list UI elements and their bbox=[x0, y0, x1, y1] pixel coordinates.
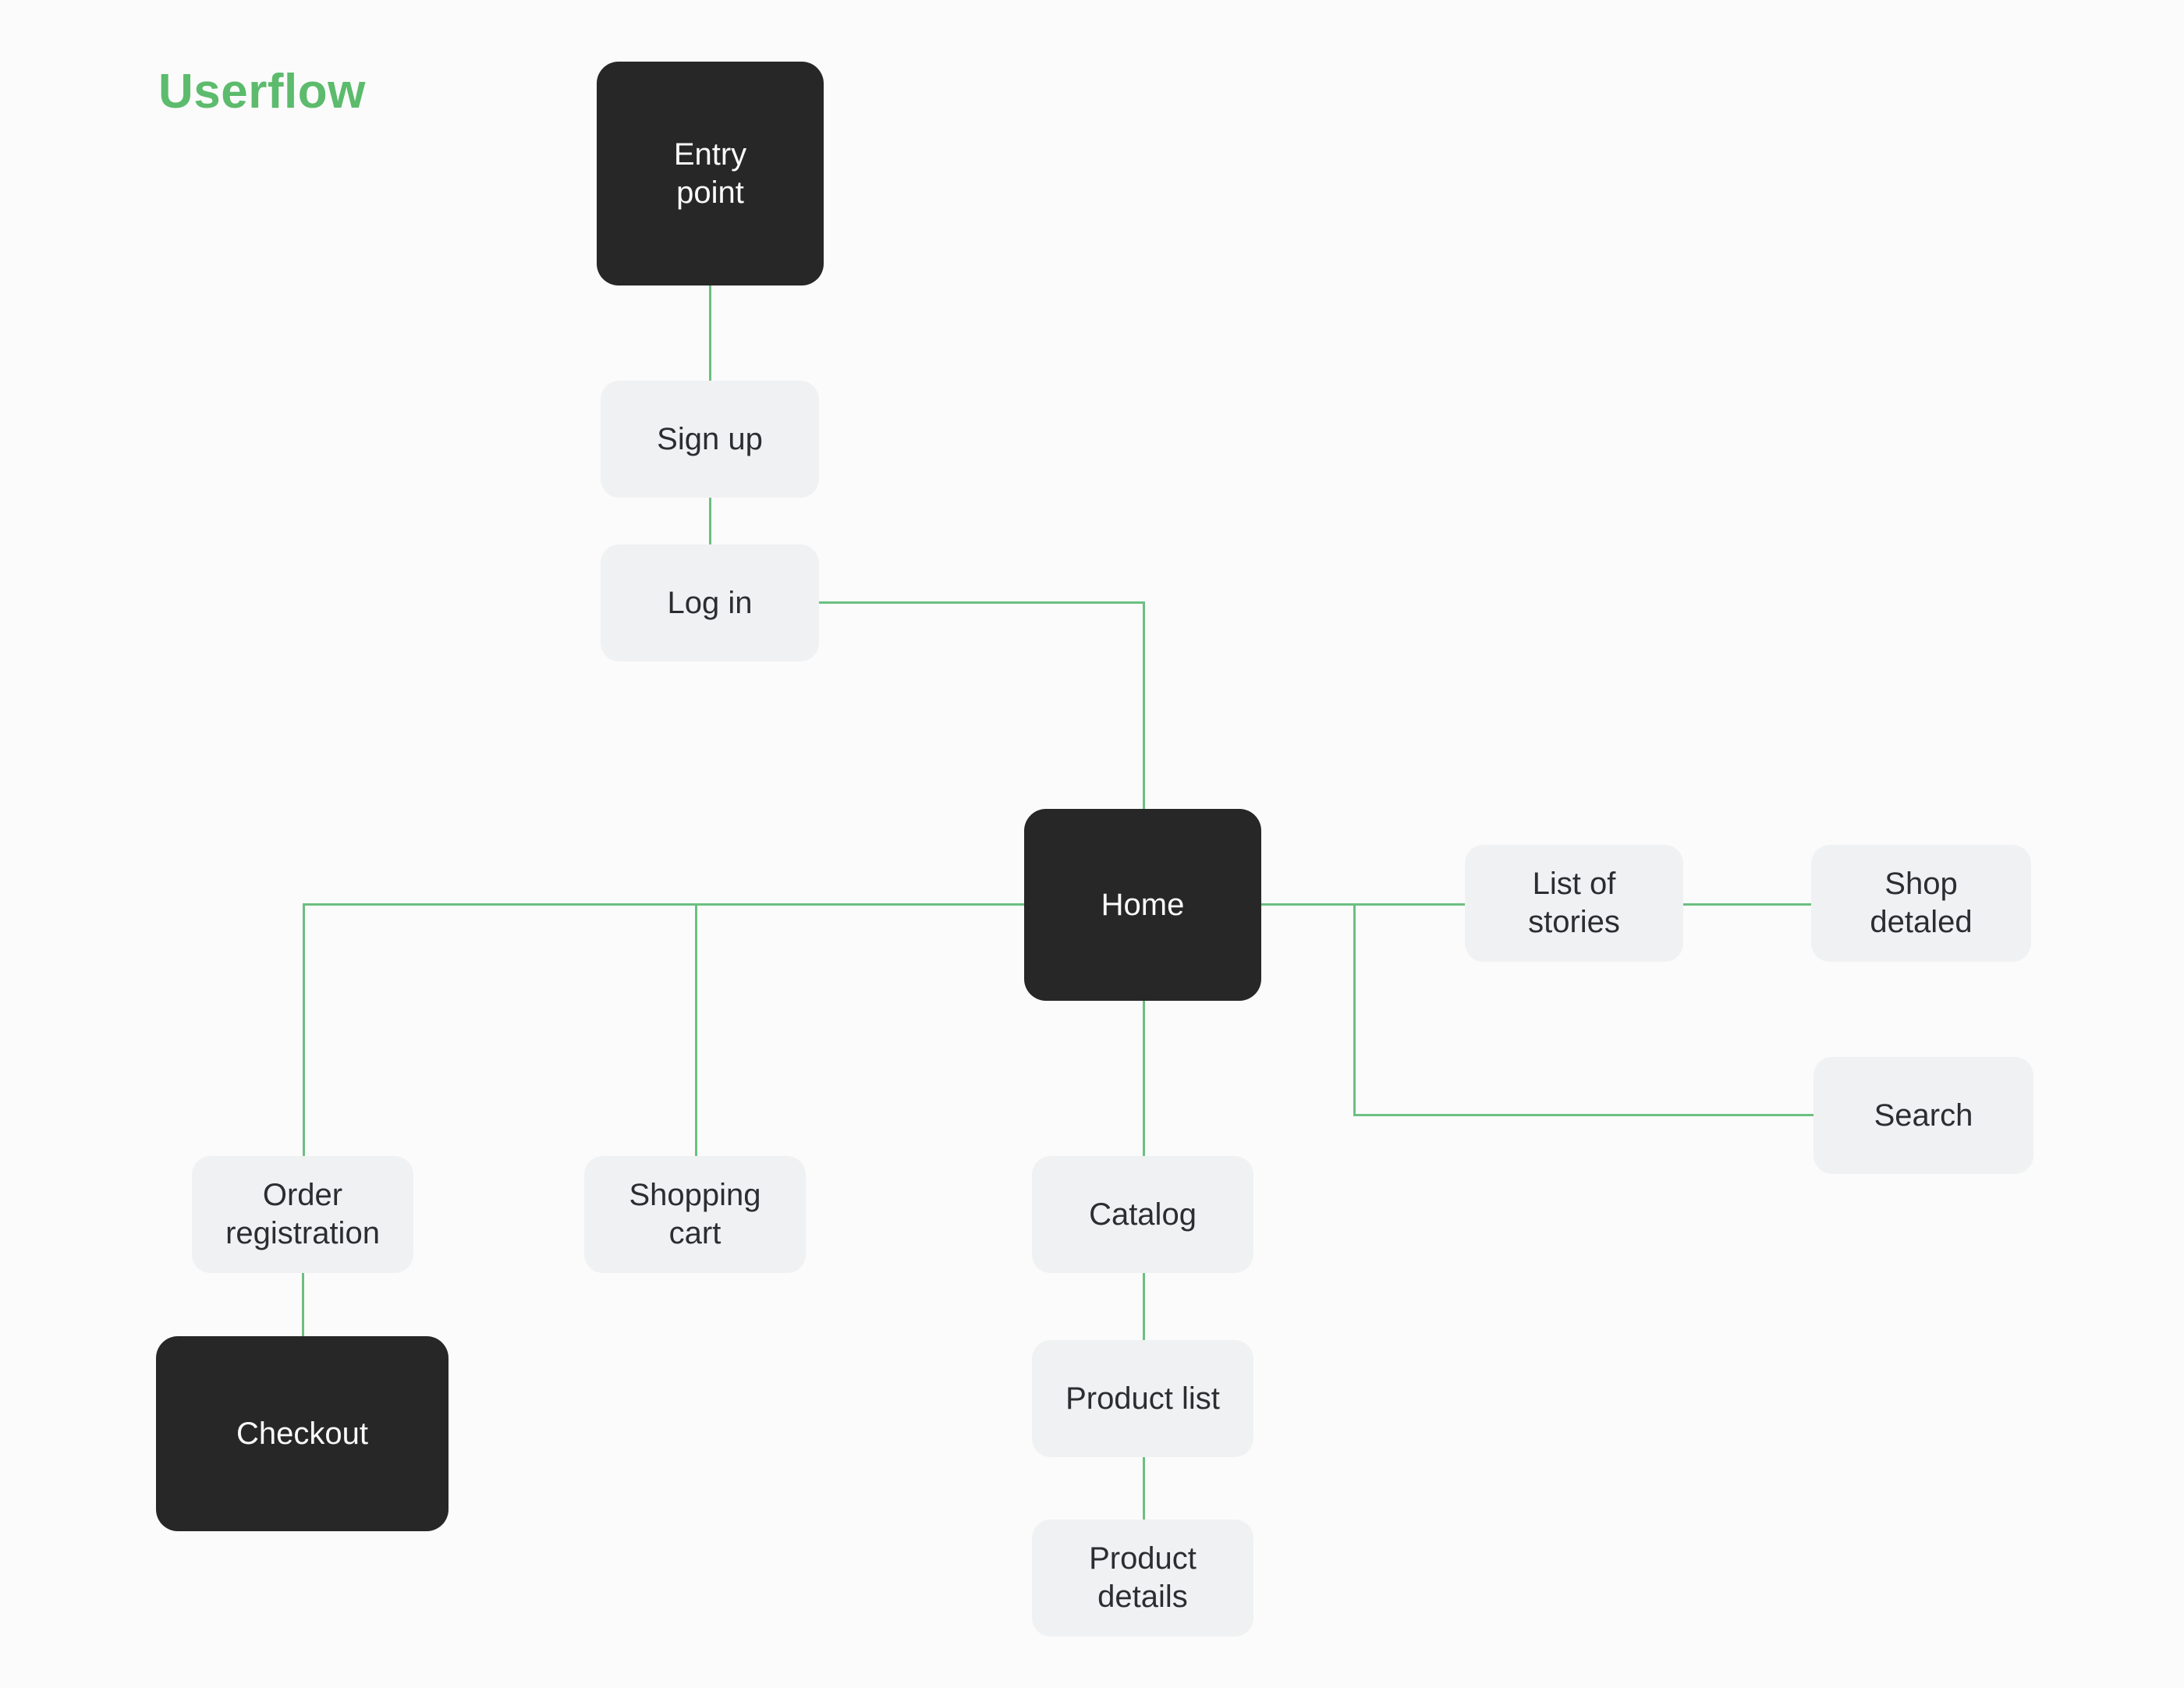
node-shop-detaled[interactable]: Shop detaled bbox=[1811, 845, 2031, 962]
connector-order-registration-checkout-1 bbox=[302, 1273, 304, 1336]
node-product-details[interactable]: Product details bbox=[1032, 1520, 1253, 1637]
connector-home-left-branch-1 bbox=[303, 903, 1024, 906]
node-list-of-stories[interactable]: List of stories bbox=[1465, 845, 1683, 962]
connector-product-list-product-details-1 bbox=[1143, 1457, 1145, 1520]
node-sign-up[interactable]: Sign up bbox=[601, 381, 819, 498]
node-checkout[interactable]: Checkout bbox=[156, 1336, 448, 1531]
node-shopping-cart[interactable]: Shopping cart bbox=[584, 1156, 806, 1273]
node-entry-point[interactable]: Entry point bbox=[597, 62, 824, 285]
connector-home-search-2 bbox=[1353, 1114, 1814, 1116]
connector-sign-up-log-in-1 bbox=[709, 498, 711, 544]
connector-home-search-1 bbox=[1353, 903, 1356, 1116]
page-title: Userflow bbox=[158, 65, 366, 119]
connector-left-branch-order-registration-1 bbox=[303, 903, 305, 1156]
node-search[interactable]: Search bbox=[1814, 1057, 2033, 1174]
connector-log-in-home-1 bbox=[819, 601, 1145, 604]
node-catalog[interactable]: Catalog bbox=[1032, 1156, 1253, 1273]
connector-home-catalog-1 bbox=[1143, 1001, 1145, 1156]
node-home[interactable]: Home bbox=[1024, 809, 1261, 1001]
node-log-in[interactable]: Log in bbox=[601, 544, 819, 661]
node-product-list[interactable]: Product list bbox=[1032, 1340, 1253, 1457]
connector-log-in-home-2 bbox=[1143, 601, 1145, 809]
node-order-registration[interactable]: Order registration bbox=[192, 1156, 413, 1273]
connector-home-list-of-stories-1 bbox=[1261, 903, 1465, 906]
connector-left-branch-shopping-cart-1 bbox=[695, 903, 697, 1156]
connector-catalog-product-list-1 bbox=[1143, 1273, 1145, 1340]
connector-list-of-stories-shop-detaled-1 bbox=[1683, 903, 1811, 906]
connector-entry-point-sign-up-1 bbox=[709, 285, 711, 381]
